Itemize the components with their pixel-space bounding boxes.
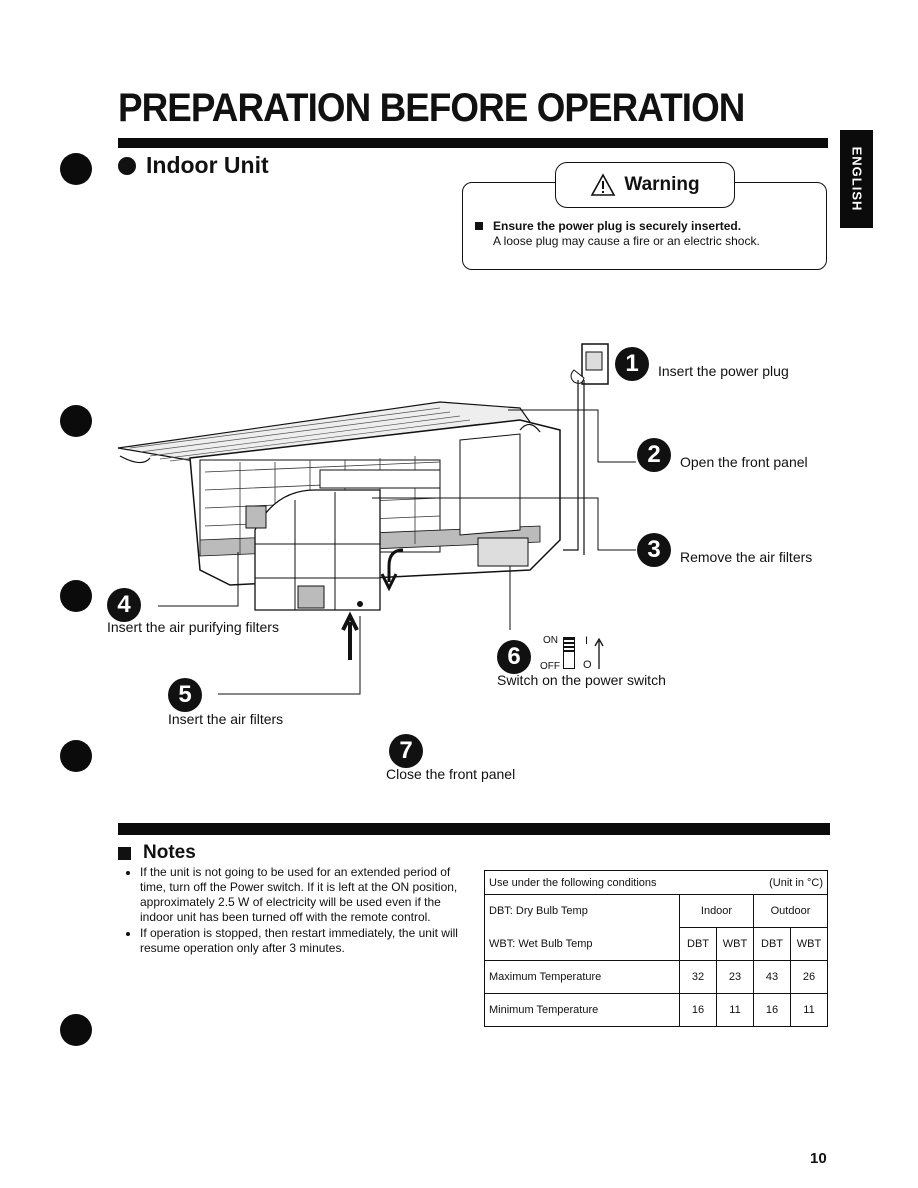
up-arrow-icon — [341, 611, 359, 660]
table-cell: 32 — [679, 960, 717, 994]
note-item: If the unit is not going to be used for … — [140, 865, 470, 925]
warning-text-block: Ensure the power plug is securely insert… — [475, 219, 760, 248]
switch-body — [563, 637, 575, 669]
col-header: DBT — [753, 927, 791, 961]
table-cell: 16 — [679, 993, 717, 1027]
language-tab: ENGLISH — [840, 130, 873, 228]
step-1-number: 1 — [615, 347, 649, 381]
table-cell: 11 — [716, 993, 754, 1027]
margin-dot — [60, 580, 92, 612]
language-tab-label: ENGLISH — [849, 146, 864, 212]
indoor-header: Indoor — [679, 894, 754, 928]
section-heading: Indoor Unit — [118, 152, 269, 179]
down-arrow-icon — [380, 548, 404, 592]
step-7-number: 7 — [389, 734, 423, 768]
step-3-number: 3 — [637, 533, 671, 567]
table-cell: 26 — [790, 960, 828, 994]
outdoor-header: Outdoor — [753, 894, 828, 928]
wbt-label: WBT: Wet Bulb Temp — [484, 927, 680, 961]
step-3-label: Remove the air filters — [680, 549, 813, 565]
table-cell: 43 — [753, 960, 791, 994]
step-2-number: 2 — [637, 438, 671, 472]
bullet-icon — [118, 156, 136, 175]
table-cell: 16 — [753, 993, 791, 1027]
switch-on-label: ON — [543, 635, 558, 646]
step-2-label: Open the front panel — [680, 454, 808, 470]
margin-dot — [60, 1014, 92, 1046]
col-header: WBT — [716, 927, 754, 961]
switch-off-mark: O — [583, 659, 592, 671]
step-4-label: Insert the air purifying filters — [107, 619, 279, 635]
section-heading-text: Indoor Unit — [146, 152, 269, 178]
col-header: DBT — [679, 927, 717, 961]
air-intake-grille — [117, 401, 532, 464]
page-number: 10 — [810, 1150, 827, 1167]
col-header: WBT — [790, 927, 828, 961]
step-5-label: Insert the air filters — [168, 711, 284, 727]
warning-triangle-icon — [590, 173, 616, 196]
table-cell: 23 — [716, 960, 754, 994]
notes-heading-text: Notes — [143, 842, 196, 863]
notes-list: If the unit is not going to be used for … — [120, 865, 470, 957]
step-6-number: 6 — [497, 640, 531, 674]
square-bullet-icon — [475, 222, 483, 230]
notes-heading: Notes — [118, 842, 196, 864]
step-4-number: 4 — [107, 588, 141, 622]
switch-arrow-icon — [594, 637, 604, 669]
air-filter — [245, 489, 381, 611]
row-label: Maximum Temperature — [484, 960, 680, 994]
dbt-label: DBT: Dry Bulb Temp — [484, 894, 680, 928]
warning-text: A loose plug may cause a fire or an elec… — [493, 234, 760, 248]
page-title: PREPARATION BEFORE OPERATION — [118, 86, 745, 130]
step-6-label: Switch on the power switch — [497, 672, 666, 688]
power-outlet — [563, 343, 609, 555]
indoor-unit-illustration — [117, 343, 636, 695]
note-item: If operation is stopped, then restart im… — [140, 926, 470, 956]
table-cell: 11 — [790, 993, 828, 1027]
margin-dot — [60, 153, 92, 185]
square-bullet-icon — [118, 846, 131, 860]
title-rule — [118, 138, 828, 148]
conditions-header: Use under the following conditions — [484, 870, 717, 895]
power-switch: ON OFF I O — [540, 633, 610, 673]
conditions-table: Use under the following conditions (Unit… — [484, 870, 828, 1027]
conditions-unit: (Unit in °C) — [716, 870, 828, 895]
warning-title-box: Warning — [555, 162, 735, 208]
margin-dot — [60, 740, 92, 772]
warning-title: Warning — [624, 174, 700, 195]
switch-off-label: OFF — [540, 661, 560, 672]
warning-bold-text: Ensure the power plug is securely insert… — [493, 219, 742, 233]
step-7-label: Close the front panel — [386, 766, 516, 782]
margin-dot — [60, 405, 92, 437]
row-label: Minimum Temperature — [484, 993, 680, 1027]
notes-rule — [118, 823, 830, 835]
step-5-number: 5 — [168, 678, 202, 712]
step-1-label: Insert the power plug — [658, 363, 789, 379]
switch-on-mark: I — [585, 635, 589, 647]
